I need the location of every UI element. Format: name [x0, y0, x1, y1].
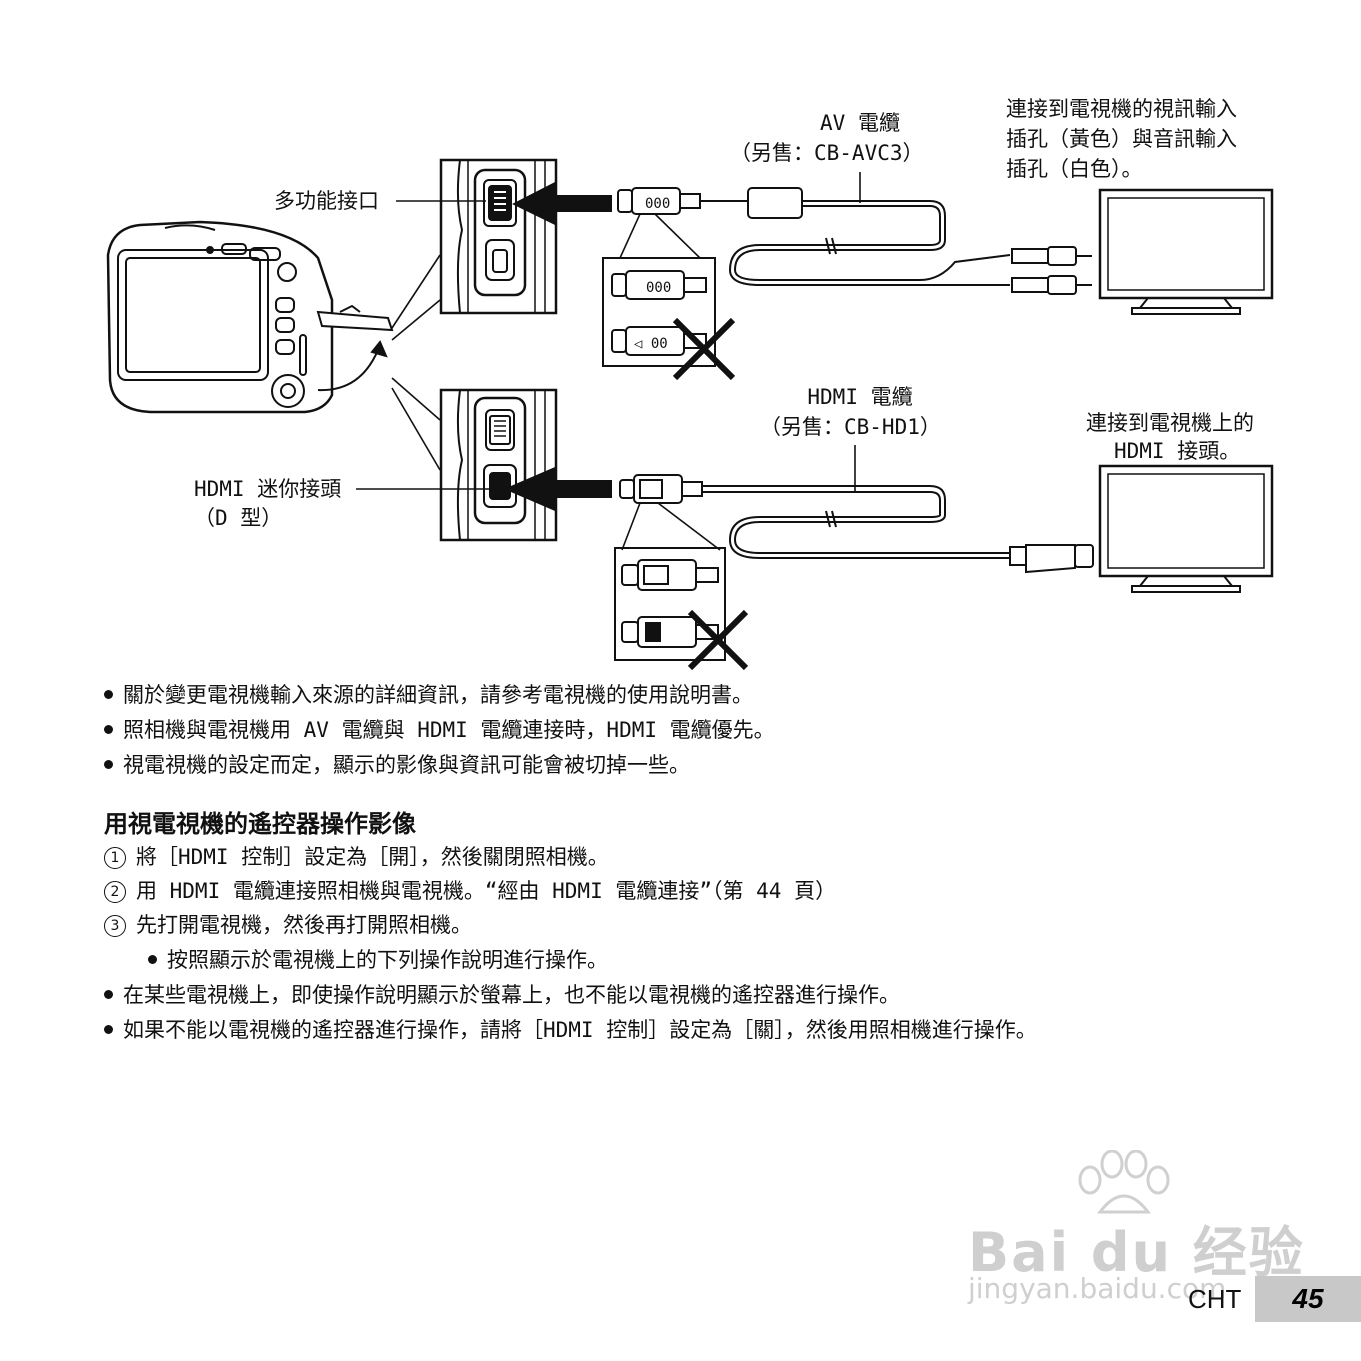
watermark-url: jingyan.baidu.com [968, 1272, 1227, 1305]
step-number: 1 [104, 847, 126, 869]
step-number: 3 [104, 915, 126, 937]
bullet-icon [104, 760, 113, 769]
paw-logo-icon [1078, 1150, 1170, 1214]
hdmi-tv-label-1: 連接到電視機上的 [1086, 411, 1254, 435]
av-cable-title: AV 電纜 [820, 111, 900, 135]
hdmi-cable [619, 445, 1094, 574]
bullet-icon [104, 1025, 113, 1034]
hdmi-plug-compare [614, 547, 749, 671]
av-cable-sub: （另售：CB-AVC3） [730, 141, 924, 165]
hdmi-port-closeup [439, 388, 558, 542]
av-cable: 000 [617, 172, 1092, 295]
section-note-2: 如果不能以電視機的遙控器進行操作，請將［HDMI 控制］設定為［關］，然後用照相… [104, 1013, 1037, 1047]
bullet-icon [104, 990, 113, 999]
step-number: 2 [104, 881, 126, 903]
note-1: 關於變更電視機輸入來源的詳細資訊，請參考電視機的使用說明書。 [104, 678, 753, 712]
language-label: CHT [1188, 1284, 1242, 1314]
av-tv-label-3: 插孔（白色）。 [1006, 157, 1143, 181]
hdmi-cable-title: HDMI 電纜 [807, 385, 913, 409]
section-title: 用視電視機的遙控器操作影像 [104, 810, 416, 838]
bullet-icon [104, 690, 113, 699]
svg-text:000: 000 [646, 280, 671, 296]
camera-illustration [106, 220, 441, 471]
hdmi-connector-label-2: （D 型） [194, 506, 283, 530]
hdmi-tv-label-2: HDMI 接頭。 [1114, 439, 1241, 463]
note-2: 照相機與電視機用 AV 電纜與 HDMI 電纜連接時，HDMI 電纜優先。 [104, 713, 775, 747]
note-3: 視電視機的設定而定，顯示的影像與資訊可能會被切掉一些。 [104, 748, 690, 782]
hdmi-cable-sub: （另售：CB-HD1） [760, 415, 941, 439]
bullet-icon [148, 955, 157, 964]
svg-text:000: 000 [645, 196, 670, 212]
bullet-icon [104, 725, 113, 734]
av-tv-label-2: 插孔（黃色）與音訊輸入 [1006, 127, 1237, 151]
section-note-1: 在某些電視機上，即使操作說明顯示於螢幕上，也不能以電視機的遙控器進行操作。 [104, 978, 900, 1012]
page-number: 45 [1255, 1276, 1361, 1322]
tv-bottom [1098, 464, 1274, 593]
av-plug-compare: 000 ◁ 00 [602, 257, 736, 381]
svg-text:◁ 00: ◁ 00 [634, 336, 668, 352]
av-tv-label-1: 連接到電視機的視訊輸入 [1006, 97, 1237, 121]
tv-top [1098, 188, 1274, 315]
multi-connector-label: 多功能接口 [274, 189, 379, 213]
sub-note: 按照顯示於電視機上的下列操作說明進行操作。 [148, 943, 608, 977]
av-port-closeup [439, 158, 558, 315]
watermark-logo: Bai du 经验 [968, 1221, 1305, 1284]
connection-diagram: 000 000 ◁ 00 [106, 158, 1274, 671]
hdmi-connector-label-1: HDMI 迷你接頭 [194, 477, 342, 501]
